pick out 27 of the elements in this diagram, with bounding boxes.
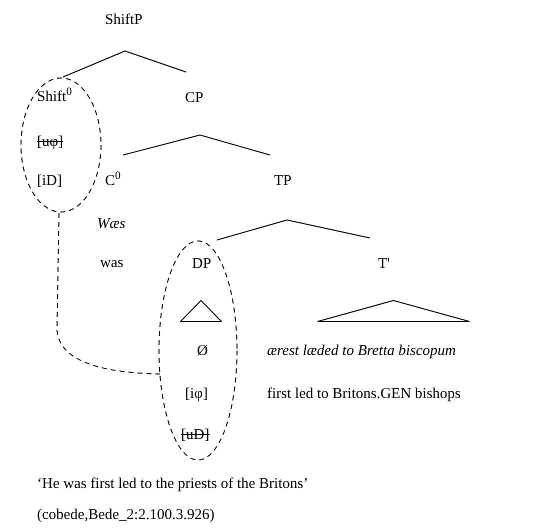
tree-branch (122, 134, 200, 156)
feature-text: was (100, 255, 124, 272)
citation-text: (cobede,Bede_2:2.100.3.926) (37, 507, 214, 524)
feature-text: Wæs (97, 216, 126, 233)
feature-text: [uφ] (37, 134, 64, 151)
dashed-connector (56, 212, 160, 374)
node-label: DP (192, 256, 212, 273)
node-label: C$^{0}$ (105, 173, 121, 190)
tree-branch (200, 134, 270, 156)
tree-branch (216, 220, 288, 240)
dashed-ellipse (20, 77, 102, 213)
tree-branch (124, 50, 186, 72)
node-label: CP (185, 90, 204, 107)
feature-text: [iφ] (185, 386, 208, 403)
tree-branch (286, 220, 370, 238)
feature-text: ærest læded to Bretta biscopum (267, 343, 456, 360)
feature-text: [iD] (37, 173, 62, 190)
node-label: Shift$^{0}$ (37, 89, 72, 106)
translation-text: ‘He was first led to the priests of the Britons’ (37, 476, 308, 493)
node-label: T' (378, 256, 390, 273)
node-label: TP (274, 173, 292, 190)
feature-text: [uD] (181, 427, 210, 444)
tree-branch (62, 50, 126, 78)
feature-text: first led to Britons.GEN bishops (267, 386, 461, 403)
dashed-ellipse (158, 240, 238, 461)
feature-text: Ø (197, 343, 208, 360)
node-label: ShiftP (105, 12, 143, 29)
